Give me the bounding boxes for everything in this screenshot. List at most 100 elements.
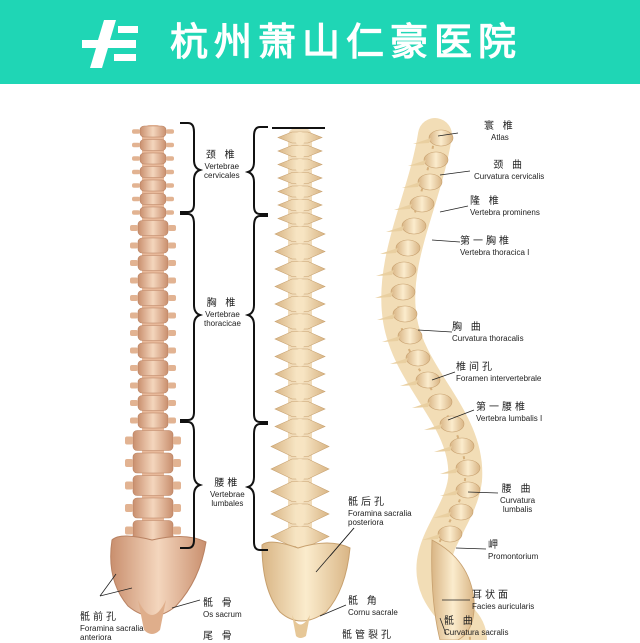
spinous-process (296, 384, 304, 401)
spinous-process (296, 504, 304, 526)
transverse-process (173, 504, 181, 512)
vertebra (140, 153, 166, 164)
hospital-title: 杭州萧山仁豪医院 (170, 12, 522, 72)
posterior-spine (262, 128, 350, 638)
label-curvatura-lumbalis: 腰 曲 Curvatura lumbalis (500, 484, 535, 514)
transverse-process (168, 313, 176, 319)
transverse-process (168, 348, 176, 354)
vertebra (424, 152, 448, 168)
label-vertebra-thoracica-i: 第一胸椎 Vertebra thoracica I (460, 236, 529, 257)
vertebra (138, 238, 168, 253)
transverse-process (166, 143, 174, 147)
transverse-process (166, 156, 174, 160)
spinous-process (296, 173, 304, 186)
vertebra (391, 284, 415, 300)
spinous-process (296, 332, 304, 349)
spinous-process (296, 244, 304, 261)
transverse-process (130, 278, 138, 284)
transverse-process (132, 129, 140, 133)
transverse-process (132, 210, 140, 214)
transverse-process (166, 210, 174, 214)
transverse-process (130, 348, 138, 354)
transverse-process (173, 459, 181, 467)
transverse-process (130, 418, 138, 424)
spinous-process (296, 402, 304, 419)
label-vertebra-prominens: 隆 椎 Vertebra prominens (470, 196, 540, 217)
spinous-process (296, 297, 304, 314)
label-promontorium: 岬 Promontorium (488, 540, 538, 561)
label-foramina-sacralia-posteriora: 骶后孔 Foramina sacralia posteriora (348, 497, 412, 527)
vertebra (418, 174, 442, 190)
vertebra (392, 262, 416, 278)
vertebra (138, 413, 168, 428)
vertebra (410, 196, 434, 212)
vertebra (138, 256, 168, 271)
transverse-process (130, 225, 138, 231)
hospital-header: 杭州萧山仁豪医院 (0, 0, 640, 84)
vertebra (140, 167, 166, 178)
transverse-process (168, 278, 176, 284)
vertebra (450, 438, 474, 454)
vertebra (406, 350, 430, 366)
vertebra (138, 291, 168, 306)
transverse-process (125, 437, 133, 445)
spinous-process (296, 132, 304, 145)
transverse-process (166, 129, 174, 133)
vertebra (449, 504, 473, 520)
transverse-process (130, 365, 138, 371)
spinous-process (296, 200, 304, 213)
spinous-process (296, 146, 304, 159)
transverse-process (168, 330, 176, 336)
transverse-process (168, 295, 176, 301)
transverse-process (173, 482, 181, 490)
vertebra (138, 308, 168, 323)
vertebra (396, 240, 420, 256)
vertebra (456, 460, 480, 476)
spinous-process (296, 279, 304, 296)
label-coccyx: 尾 骨 (203, 631, 235, 643)
transverse-process (130, 260, 138, 266)
transverse-process (125, 504, 133, 512)
transverse-process (132, 156, 140, 160)
vertebra (138, 273, 168, 288)
transverse-process (168, 225, 176, 231)
transverse-process (168, 383, 176, 389)
spinous-process (296, 459, 304, 481)
spinous-process (296, 262, 304, 279)
hospital-logo-icon (78, 14, 140, 70)
vertebra (138, 396, 168, 411)
transverse-process (130, 400, 138, 406)
spinous-process (296, 186, 304, 199)
label-foramina-sacralia-anteriora: 骶前孔 Foramina sacralia anteriora (80, 612, 144, 642)
vertebra (138, 378, 168, 393)
vertebra (402, 218, 426, 234)
vertebra (428, 394, 452, 410)
label-vertebrae-cervicales: 颈 椎 Vertebrae cervicales (204, 150, 240, 180)
transverse-process (130, 243, 138, 249)
transverse-process (166, 170, 174, 174)
transverse-process (130, 295, 138, 301)
transverse-process (173, 437, 181, 445)
anterior-spine (111, 125, 206, 634)
vertebra (416, 372, 440, 388)
label-vertebrae-thoracicae: 胸 椎 Vertebrae thoracicae (204, 298, 241, 328)
spinous-process (296, 482, 304, 504)
vertebra (140, 194, 166, 205)
transverse-process (130, 330, 138, 336)
vertebra (456, 482, 480, 498)
vertebra (140, 180, 166, 191)
vertebra (138, 326, 168, 341)
transverse-process (168, 260, 176, 266)
label-facies-auricularis: 耳状面 Facies auricularis (472, 590, 534, 611)
transverse-process (168, 418, 176, 424)
spinous-process (296, 213, 304, 226)
spinous-process (296, 367, 304, 384)
transverse-process (132, 197, 140, 201)
label-os-sacrum: 骶 骨 Os sacrum (203, 598, 242, 619)
label-vertebrae-lumbales: 腰椎 Vertebrae lumbales (210, 478, 245, 508)
vertebra (393, 306, 417, 322)
label-atlas: 寰 椎 Atlas (484, 121, 516, 142)
transverse-process (168, 243, 176, 249)
label-vertebra-lumbalis-i: 第一腰椎 Vertebra lumbalis I (476, 402, 542, 423)
transverse-process (168, 365, 176, 371)
